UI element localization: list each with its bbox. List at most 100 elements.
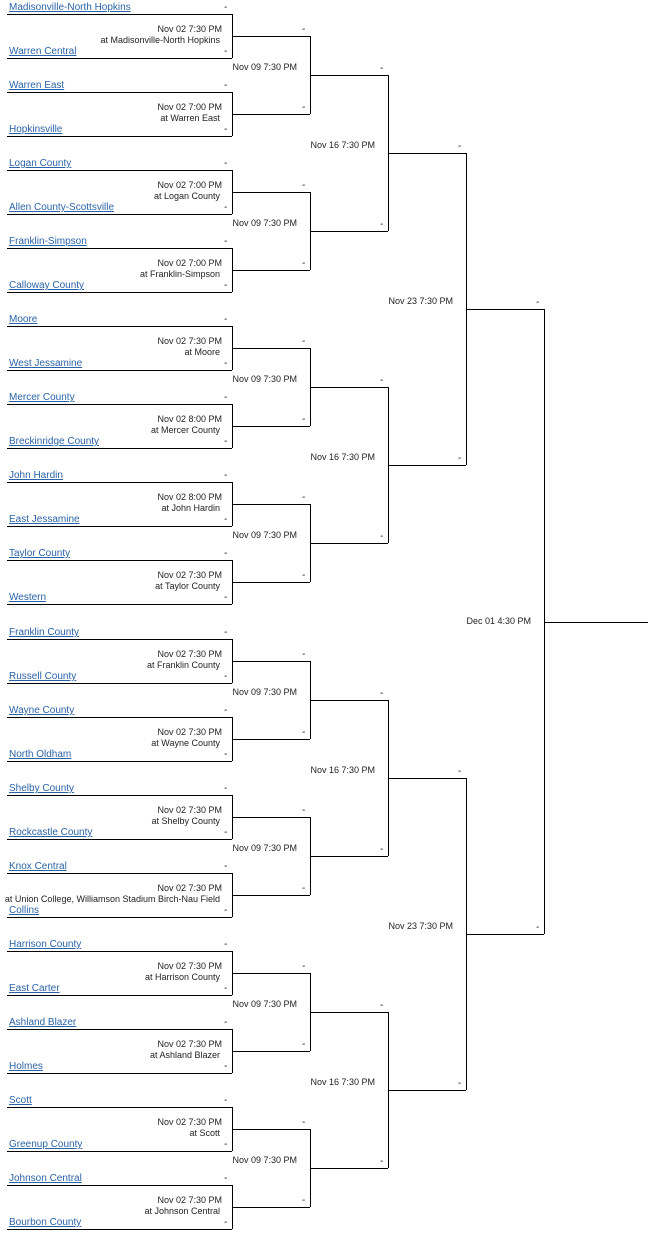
team-link[interactable]: Moore: [9, 314, 38, 325]
game-time: Nov 09 7:30 PM: [232, 530, 297, 540]
game-location: at Franklin County: [146, 660, 220, 670]
game-time: Nov 09 7:30 PM: [232, 218, 297, 228]
team-link[interactable]: Hopkinsville: [9, 124, 63, 135]
bracket-line: [7, 604, 232, 605]
bracket-line: [232, 582, 310, 583]
game-time: Nov 09 7:30 PM: [232, 1155, 297, 1165]
bracket-line: [7, 951, 232, 952]
team-link[interactable]: North Oldham: [9, 749, 72, 760]
score-value: -: [224, 46, 228, 57]
game-time: Nov 02 7:30 PM: [157, 1117, 222, 1127]
team-link[interactable]: West Jessamine: [9, 358, 83, 369]
bracket-line: [7, 170, 232, 171]
game-location: at John Hardin: [161, 503, 220, 513]
team-link[interactable]: Logan County: [9, 158, 72, 169]
score-value: -: [224, 1173, 228, 1184]
bracket-line: [232, 817, 310, 818]
team-link[interactable]: Collins: [9, 905, 40, 916]
team-link[interactable]: Rockcastle County: [9, 827, 93, 838]
team-link[interactable]: Calloway County: [9, 280, 85, 291]
game-time: Nov 02 7:30 PM: [157, 1039, 222, 1049]
team-link[interactable]: Knox Central: [9, 861, 67, 872]
bracket-line: [388, 153, 466, 154]
bracket-line: [7, 58, 232, 59]
game-location: at Mercer County: [150, 425, 220, 435]
bracket-line: [466, 309, 544, 310]
score-value: -: [536, 922, 540, 933]
team-link[interactable]: Franklin-Simpson: [9, 236, 87, 247]
bracket-line: [232, 114, 310, 115]
team-link[interactable]: Ashland Blazer: [9, 1017, 77, 1028]
score-value: -: [302, 414, 306, 425]
score-value: -: [302, 24, 306, 35]
bracket-line: [388, 778, 466, 779]
game-location: at Madisonville-North Hopkins: [100, 35, 220, 45]
team-link[interactable]: Harrison County: [9, 939, 82, 950]
score-value: -: [224, 514, 228, 525]
bracket-line: [7, 214, 232, 215]
score-value: -: [380, 531, 384, 542]
score-value: -: [224, 627, 228, 638]
team-link[interactable]: Franklin County: [9, 627, 80, 638]
team-link[interactable]: Warren East: [9, 80, 65, 91]
bracket-line: [232, 973, 310, 974]
team-link[interactable]: Breckinridge County: [9, 436, 100, 447]
game-location: at Warren East: [160, 113, 220, 123]
bracket-line: [7, 482, 232, 483]
team-link[interactable]: Taylor County: [9, 548, 71, 559]
bracket-line: [232, 739, 310, 740]
game-location: at Harrison County: [144, 972, 220, 982]
team-link[interactable]: John Hardin: [9, 470, 63, 481]
team-link[interactable]: Allen County-Scottsville: [9, 202, 115, 213]
score-value: -: [302, 727, 306, 738]
score-value: -: [302, 492, 306, 503]
score-value: -: [380, 844, 384, 855]
bracket-line: [7, 917, 232, 918]
bracket-line: [310, 1012, 388, 1013]
score-value: -: [302, 258, 306, 269]
team-link[interactable]: Wayne County: [9, 705, 75, 716]
score-value: -: [224, 705, 228, 716]
team-link[interactable]: Bourbon County: [9, 1217, 82, 1228]
team-link[interactable]: Western: [9, 592, 47, 603]
game-time: Nov 02 7:30 PM: [157, 727, 222, 737]
team-link[interactable]: Scott: [9, 1095, 32, 1106]
bracket-line: [310, 1168, 388, 1169]
game-time: Nov 02 7:30 PM: [157, 1195, 222, 1205]
game-time: Nov 09 7:30 PM: [232, 62, 297, 72]
score-value: -: [458, 1078, 462, 1089]
team-link[interactable]: Greenup County: [9, 1139, 83, 1150]
game-time: Nov 02 7:30 PM: [157, 24, 222, 34]
team-link[interactable]: Mercer County: [9, 392, 75, 403]
team-link[interactable]: Johnson Central: [9, 1173, 82, 1184]
team-link[interactable]: Holmes: [9, 1061, 43, 1072]
score-value: -: [224, 1017, 228, 1028]
score-value: -: [224, 2, 228, 13]
bracket-line: [310, 75, 388, 76]
score-value: -: [302, 1195, 306, 1206]
game-time: Nov 16 7:30 PM: [310, 765, 375, 775]
score-value: -: [224, 236, 228, 247]
game-time: Nov 02 7:00 PM: [157, 180, 222, 190]
score-value: -: [224, 124, 228, 135]
game-location: at Franklin-Simpson: [139, 269, 220, 279]
bracket-line: [544, 621, 648, 623]
game-time: Nov 16 7:30 PM: [310, 1077, 375, 1087]
score-value: -: [224, 436, 228, 447]
team-link[interactable]: Madisonville-North Hopkins: [9, 2, 131, 13]
team-link[interactable]: Shelby County: [9, 783, 75, 794]
bracket-line: [232, 1207, 310, 1208]
bracket-line: [466, 934, 544, 935]
bracket-line: [7, 1229, 232, 1230]
team-link[interactable]: East Jessamine: [9, 514, 80, 525]
team-link[interactable]: East Carter: [9, 983, 60, 994]
score-value: -: [302, 102, 306, 113]
team-link[interactable]: Russell County: [9, 671, 77, 682]
bracket-line: [310, 543, 388, 544]
score-value: -: [224, 548, 228, 559]
score-value: -: [224, 749, 228, 760]
game-time: Nov 02 8:00 PM: [157, 414, 222, 424]
game-location: at Scott: [189, 1128, 220, 1138]
team-link[interactable]: Warren Central: [9, 46, 77, 57]
